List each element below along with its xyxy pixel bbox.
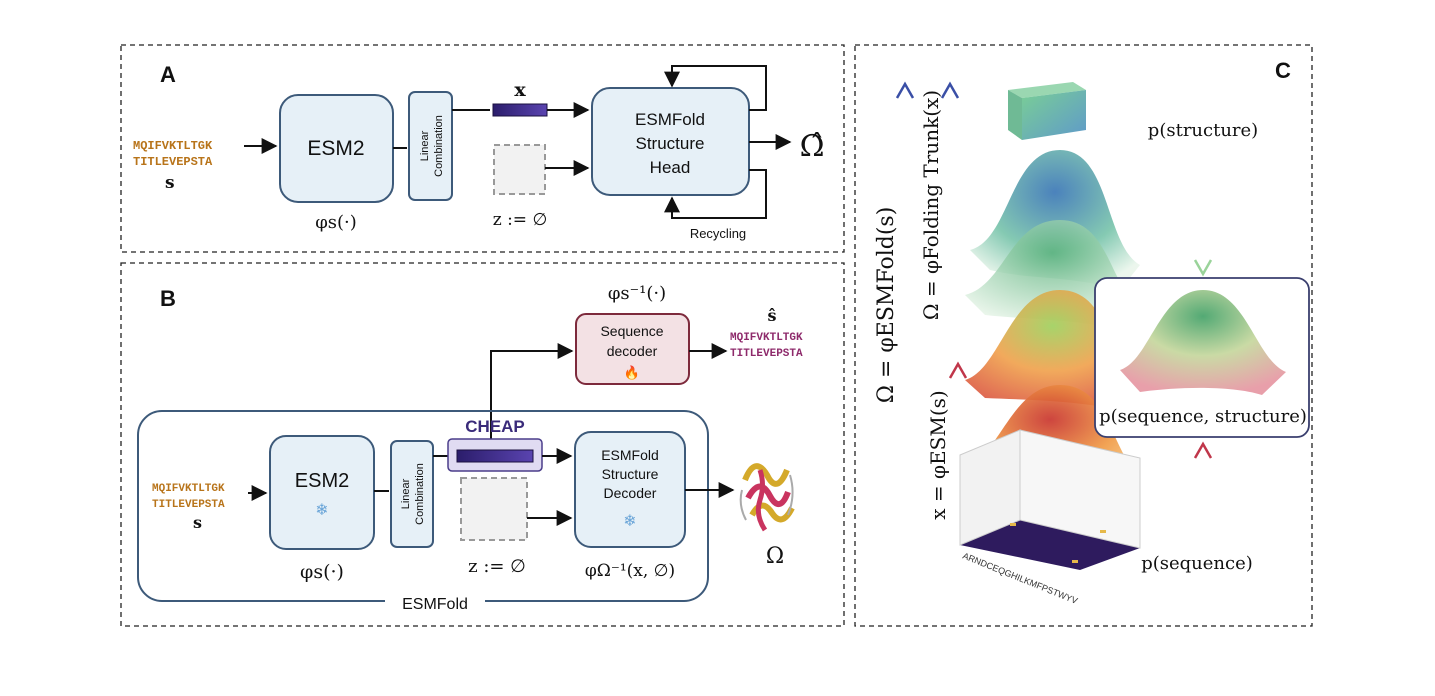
- arrow-structure-down-head: [1193, 259, 1213, 277]
- x-label: x: [514, 79, 526, 101]
- z-label: z := ∅: [493, 210, 548, 230]
- axis-esmfold-label: Ω = φESMFold(s): [874, 207, 899, 404]
- axis-trunk-arrowhead: [940, 81, 960, 99]
- sequence-base-plane: [959, 429, 1141, 570]
- struct-label-line2: Structure: [602, 466, 659, 482]
- recycling-label: Recycling: [690, 226, 746, 241]
- cheap-label: CHEAP: [465, 417, 525, 436]
- decoded-sequence-line1: MQIFVKTLTGK: [730, 332, 803, 344]
- b-esm2-label: ESM2: [295, 470, 349, 492]
- axis-esm-arrowhead: [948, 361, 968, 379]
- input-sequence-symbol: s: [165, 173, 175, 193]
- b-linear-label-line2: Combination: [414, 463, 426, 525]
- b-esm2-box: [269, 435, 375, 550]
- panel-b-letter: B: [160, 286, 176, 311]
- struct-label-line3: Decoder: [604, 485, 657, 501]
- linear-label-line1: Linear: [419, 130, 431, 161]
- sequence-decoder-box: [575, 313, 690, 385]
- p-joint-label: p(sequence, structure): [1099, 406, 1307, 427]
- b-omega-label: Ω: [766, 544, 784, 569]
- recycling-loop-top: [664, 65, 767, 111]
- esmfold-label: ESMFold: [402, 596, 468, 613]
- b-input-sequence-line1: MQIFVKTLTGK: [152, 483, 225, 495]
- b-empty-z-box: [460, 477, 528, 541]
- struct-frozen-icon: ❄: [623, 513, 636, 530]
- panel-b: B φs⁻¹(·) Sequence decoder 🔥 ŝ MQIFVKTLT…: [120, 262, 845, 627]
- b-input-sequence-line2: TITLEVEPSTA: [152, 499, 225, 511]
- p-sequence-label: p(sequence): [1141, 553, 1253, 574]
- b-input-sequence-symbol: s: [193, 513, 202, 532]
- s-hat-symbol: ŝ: [767, 306, 776, 325]
- input-sequence-line1: MQIFVKTLTGK: [133, 139, 213, 153]
- esm2-label: ESM2: [307, 137, 364, 160]
- omega-hat-label: Ω̂: [800, 129, 825, 164]
- arrow-sequence-up-head: [1193, 441, 1213, 459]
- protein-structure-icon: [739, 463, 795, 532]
- joint-landscape: [1120, 290, 1286, 395]
- decoded-sequence-line2: TITLEVEPSTA: [730, 348, 803, 360]
- struct-label-line1: ESMFold: [601, 447, 659, 463]
- decoder-label-line1: Sequence: [600, 323, 663, 339]
- head-label-line2: Structure: [636, 134, 705, 153]
- phi-omega-inverse-label: φΩ⁻¹(x, ∅): [585, 561, 675, 581]
- panel-b-border: [120, 262, 845, 627]
- decoder-label-line2: decoder: [607, 343, 658, 359]
- empty-z-box: [493, 144, 546, 195]
- panel-a-border: [120, 44, 845, 253]
- input-sequence-line2: TITLEVEPSTA: [133, 155, 213, 169]
- cheap-embedding-bar: [456, 449, 534, 463]
- head-label-line3: Head: [650, 158, 691, 177]
- panel-c: C Ω = φESMFold(s) Ω = φFolding Trunk(x) …: [854, 44, 1313, 627]
- recycling-loop-bottom: [664, 169, 767, 219]
- axis-trunk-label: Ω = φFolding Trunk(x): [919, 90, 943, 320]
- panel-c-letter: C: [1275, 58, 1291, 83]
- panel-a-letter: A: [160, 62, 176, 87]
- head-label-line1: ESMFold: [635, 110, 705, 129]
- b-esm2-frozen-icon: ❄: [315, 502, 328, 519]
- panel-c-border: [854, 44, 1313, 627]
- p-structure-label: p(structure): [1148, 120, 1258, 141]
- axis-esm-label: x = φESM(s): [926, 390, 950, 519]
- b-linear-combination-box: [390, 440, 434, 548]
- b-z-label: z := ∅: [468, 556, 526, 577]
- phi-s-inverse-label: φs⁻¹(·): [608, 283, 666, 304]
- b-phi-s-label: φs(·): [300, 561, 344, 583]
- panel-a: A MQIFVKTLTGK TITLEVEPSTA s ESM2 φs(·) L…: [120, 44, 845, 253]
- axis-esmfold-arrowhead: [895, 81, 915, 99]
- fire-icon: 🔥: [624, 365, 640, 380]
- b-linear-label-line1: Linear: [400, 478, 412, 509]
- structure-cube-icon: [1008, 82, 1086, 140]
- phi-s-label: φs(·): [315, 212, 357, 233]
- linear-label-line2: Combination: [433, 115, 445, 177]
- esmfold-label-bg: [385, 596, 485, 610]
- linear-combination-box: [408, 91, 453, 201]
- embedding-x-bar: [492, 103, 548, 117]
